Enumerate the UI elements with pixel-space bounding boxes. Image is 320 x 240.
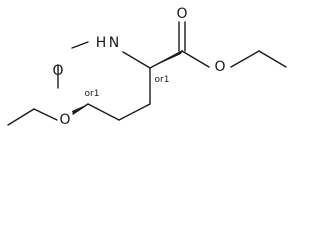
structure-diagram: O N H O O O or1 or1: [7, 6, 287, 128]
bond-oether-ch2: [33, 108, 58, 121]
stereo-wedge-c6: [72, 104, 88, 114]
atom-carbonyl-oxygen: O: [176, 6, 187, 22]
bond-c5-c6: [87, 103, 120, 121]
atom-ring-nitrogen-hydrogen: H: [96, 35, 107, 51]
molecule-drawing: O N H O O O or1 or1: [7, 6, 287, 128]
bond-c4-c5: [118, 103, 151, 121]
bond-n2-c3: [122, 51, 151, 69]
stereo-label-c6: or1: [85, 89, 100, 99]
atom-ether-oxygen: O: [59, 112, 70, 128]
bond-ccarbonyl-oester: [181, 50, 210, 68]
bond-o1-n2: [71, 41, 89, 49]
atom-ring-nitrogen: N: [109, 35, 119, 51]
stereo-wedge-c3: [150, 50, 183, 68]
bond-ch2-ch3-ethoxy: [7, 108, 35, 126]
bond-oester-ch2: [230, 50, 260, 68]
bond-ch2-ch3: [258, 50, 287, 68]
atom-ester-oxygen: O: [214, 59, 225, 75]
atom-ring-oxygen: O: [52, 63, 63, 79]
bonds: [7, 21, 287, 126]
stereo-label-c3: or1: [155, 75, 170, 85]
